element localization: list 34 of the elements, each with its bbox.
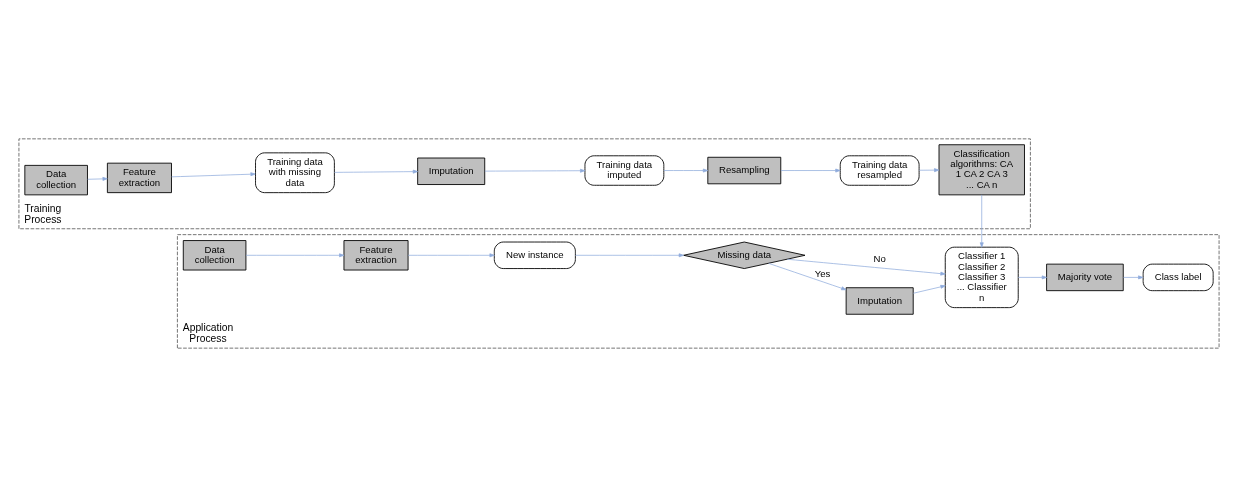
- arrow: [918, 168, 940, 173]
- arrow: [786, 258, 946, 276]
- node-box: Data collection: [24, 164, 88, 196]
- node-box: Training data with missing data: [255, 152, 335, 194]
- arrow: [575, 253, 684, 258]
- arrow: [979, 194, 984, 248]
- arrow: [780, 168, 841, 173]
- node-box: Imputation: [845, 287, 914, 315]
- arrow: [913, 284, 946, 294]
- edge-label: Yes: [814, 267, 831, 279]
- edge-label: No: [873, 253, 886, 265]
- arrow: [768, 263, 847, 291]
- node-box: New instance: [493, 241, 576, 269]
- node-box: Feature extraction: [106, 162, 172, 194]
- arrow: [1123, 275, 1144, 280]
- node-box: Training data imputed: [584, 155, 665, 186]
- node-box: Majority vote: [1046, 263, 1124, 292]
- arrow: [484, 168, 586, 173]
- arrow: [87, 176, 108, 181]
- arrow: [407, 253, 495, 258]
- node-box: Feature extraction: [343, 240, 409, 271]
- node-box: Training data resampled: [839, 155, 920, 186]
- node-box: Imputation: [417, 157, 486, 185]
- arrow: [245, 253, 345, 258]
- arrow: [334, 169, 418, 174]
- node-box: Class label: [1142, 263, 1214, 292]
- node-box: Resampling: [707, 156, 782, 185]
- node-diamond: Missing data: [683, 241, 806, 269]
- node-box: Classifier 1 Classifier 2 Classifier 3 ... Classifier n: [944, 246, 1019, 309]
- arrow: [663, 168, 709, 173]
- arrow: [1018, 275, 1047, 280]
- node-box: Data collection: [182, 240, 247, 271]
- arrow: [171, 172, 256, 178]
- node-box: Classification algorithms: CA 1 CA 2 CA 3 ... CA n: [938, 144, 1025, 196]
